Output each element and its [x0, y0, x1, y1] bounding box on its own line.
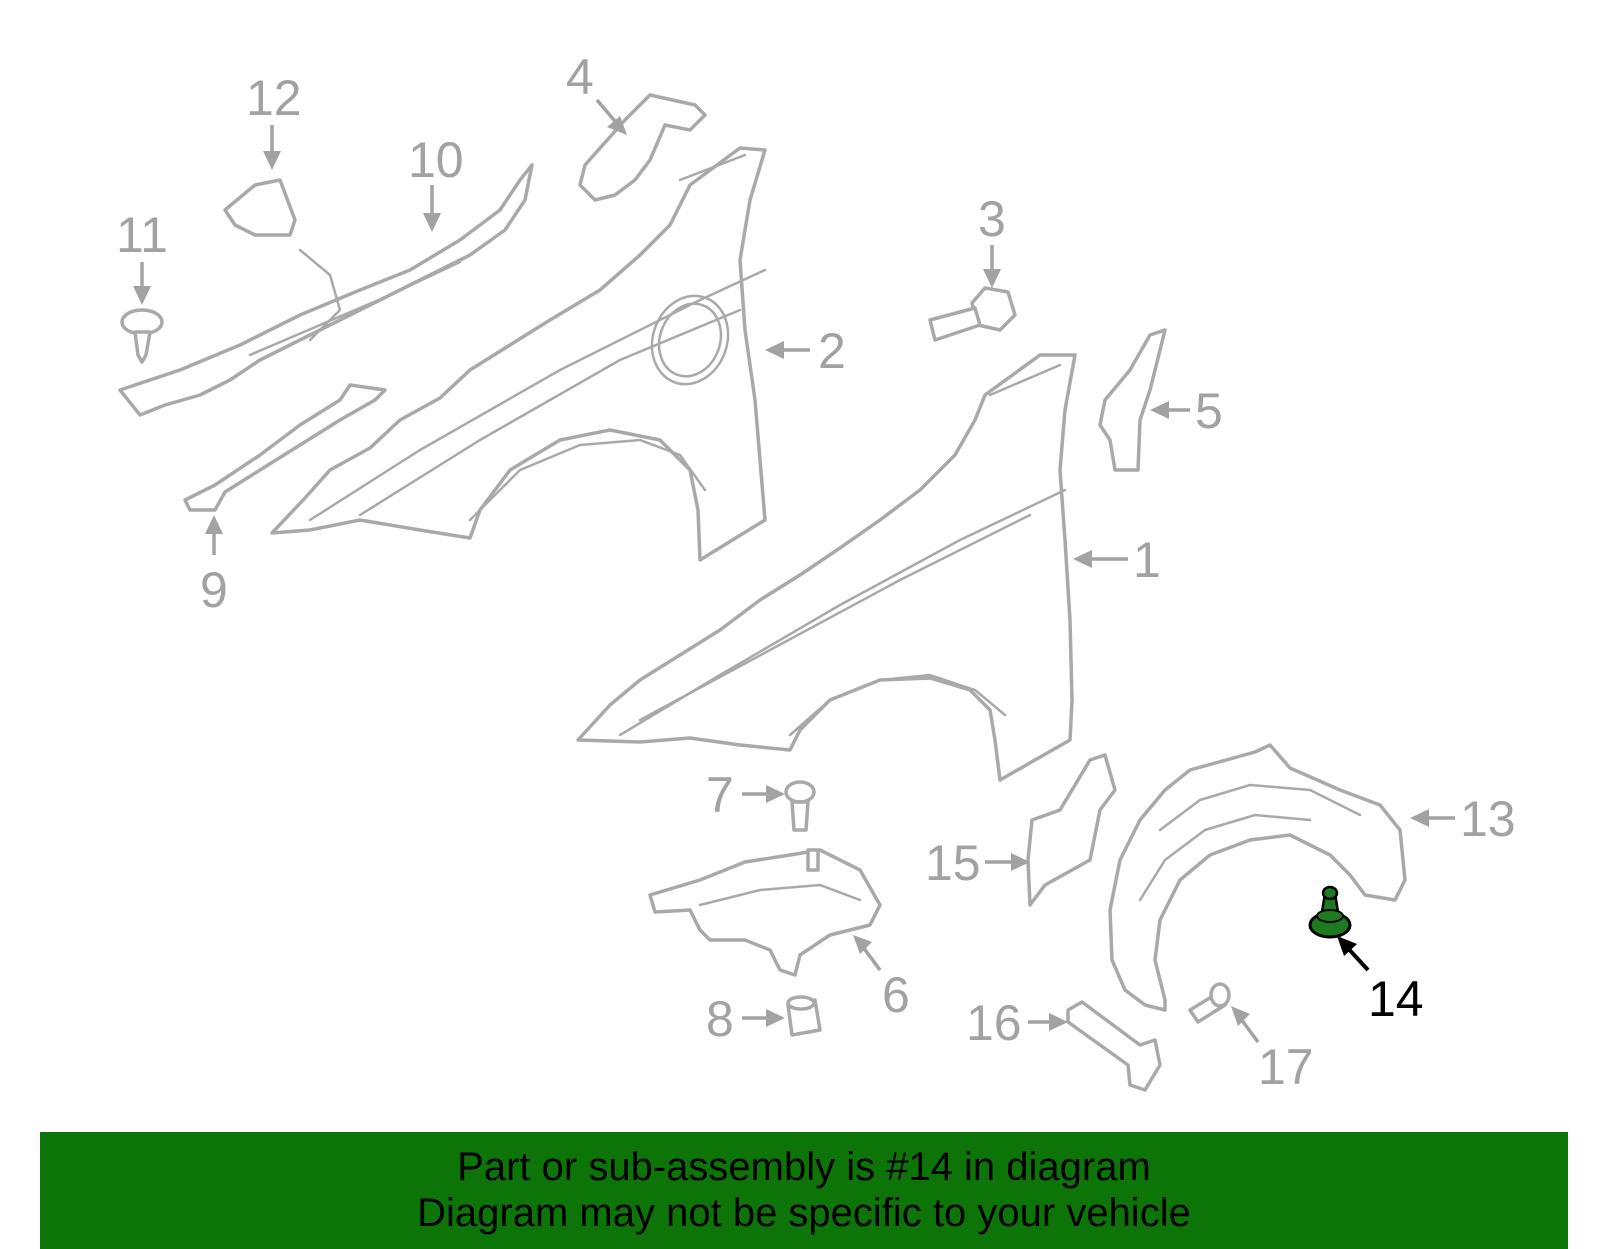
part-15-shield	[1026, 753, 1117, 907]
banner-line-1: Part or sub-assembly is #14 in diagram	[457, 1145, 1151, 1189]
part-13-liner	[1108, 743, 1407, 1012]
part-11-clip	[120, 308, 164, 364]
callout-6: 6	[853, 935, 910, 1023]
callout-14-highlighted: 14	[1337, 936, 1424, 1027]
svg-text:9: 9	[200, 562, 228, 618]
svg-text:17: 17	[1258, 1039, 1314, 1095]
callout-16: 16	[966, 995, 1068, 1051]
svg-text:2: 2	[818, 323, 846, 379]
part-12-bracket	[223, 178, 297, 237]
part-3-bolt	[928, 286, 1017, 342]
callout-3: 3	[978, 191, 1006, 288]
part-7-bolt	[784, 780, 816, 832]
callout-4: 4	[566, 49, 627, 135]
callout-2: 2	[765, 323, 846, 379]
callout-5: 5	[1150, 383, 1223, 439]
info-banner: Part or sub-assembly is #14 in diagram D…	[40, 1132, 1568, 1249]
part-17-screw	[1188, 982, 1231, 1024]
callout-10: 10	[408, 132, 464, 232]
callout-9: 9	[200, 515, 228, 618]
callout-7: 7	[706, 767, 785, 823]
callout-1: 1	[1073, 532, 1161, 588]
svg-text:13: 13	[1460, 791, 1516, 847]
callout-17: 17	[1231, 1006, 1314, 1095]
svg-text:5: 5	[1195, 383, 1223, 439]
part-2-fender-upper	[270, 146, 767, 562]
callout-11: 11	[116, 207, 168, 305]
part-1-fender-lower	[576, 353, 1077, 782]
svg-text:14: 14	[1368, 971, 1424, 1027]
svg-text:3: 3	[978, 191, 1006, 247]
svg-text:7: 7	[706, 767, 734, 823]
part-5-seal	[1098, 328, 1167, 472]
svg-text:4: 4	[566, 49, 594, 105]
part-9-bracket	[183, 383, 387, 512]
svg-text:8: 8	[706, 991, 734, 1047]
callout-12: 12	[246, 70, 302, 170]
part-16-strip	[1066, 1000, 1162, 1092]
callout-13: 13	[1410, 791, 1516, 847]
svg-text:15: 15	[925, 835, 981, 891]
part-6-bracket-assembly	[648, 848, 882, 977]
svg-text:10: 10	[408, 132, 464, 188]
callout-8: 8	[706, 991, 785, 1047]
part-4-bracket	[578, 93, 707, 202]
callout-15: 15	[925, 835, 1030, 891]
svg-text:11: 11	[116, 207, 168, 263]
part-10-rail	[118, 163, 534, 417]
svg-text:16: 16	[966, 995, 1022, 1051]
banner-line-2: Diagram may not be specific to your vehi…	[417, 1191, 1191, 1235]
part-8-spacer	[786, 995, 822, 1037]
svg-text:12: 12	[246, 70, 302, 126]
svg-text:6: 6	[882, 967, 910, 1023]
part-14-clip-highlighted	[1308, 885, 1352, 939]
svg-text:1: 1	[1133, 532, 1161, 588]
